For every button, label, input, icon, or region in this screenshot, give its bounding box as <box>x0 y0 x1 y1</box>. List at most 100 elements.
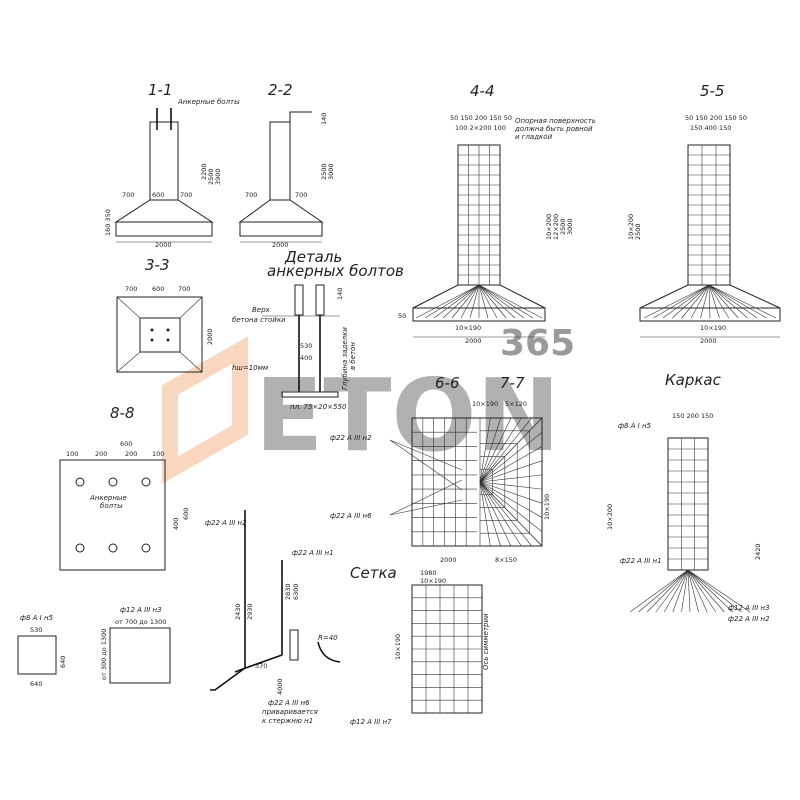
dim-530: 530 <box>300 342 312 350</box>
rebar-grid <box>668 438 708 570</box>
support-label-1: Опорная поверхность <box>515 117 596 125</box>
dim-100: 100 <box>152 450 164 458</box>
footing-base <box>239 221 323 237</box>
watermark: ETON 365 <box>162 323 575 484</box>
rebar-line <box>672 569 689 613</box>
depth-label-2: в бетон <box>349 342 357 370</box>
base-plate-outline <box>59 459 166 571</box>
rebar-line <box>708 284 730 319</box>
support-label-3: и гладкой <box>515 133 553 141</box>
dim-2500: 2500 <box>634 223 642 240</box>
bolt-hole <box>75 543 85 553</box>
rebar-line <box>479 474 543 483</box>
rebar-line <box>479 481 543 518</box>
top-label-1: Верх <box>252 306 271 314</box>
dim-2000: 2000 <box>206 328 214 345</box>
rebar-line <box>479 481 543 504</box>
footing-plan-outline <box>116 296 203 373</box>
dim-600: 600 <box>152 285 164 293</box>
section-5-5: 5-5 50 150 200 150 50 150 400 150 10×190… <box>627 82 781 345</box>
rebar-line <box>460 284 480 319</box>
dim-10x190: 10×190 <box>700 324 726 332</box>
dim-530: 530 <box>30 626 42 634</box>
rebar-line <box>708 284 777 319</box>
rebar-line <box>478 284 498 319</box>
dim-600: 600 <box>152 191 164 199</box>
dim-200: 200 <box>95 450 107 458</box>
rebar-line <box>389 439 463 471</box>
bolt-hole <box>108 477 118 487</box>
dim-4000: 4000 <box>276 678 284 695</box>
dim-10x200: 10×200 <box>545 214 553 240</box>
rebar-line <box>479 417 501 483</box>
rebar-line <box>478 284 543 319</box>
rebar-line <box>687 569 708 613</box>
rebar-line <box>389 499 463 516</box>
dim-10x190: 10×190 <box>394 634 402 660</box>
section-3-3: 3-3 700 600 700 2000 <box>116 256 214 373</box>
bolt-hole <box>150 338 154 342</box>
bar-label-n2: ф22 А III н2 <box>330 434 372 442</box>
dim-2200: 2200 <box>200 163 208 180</box>
dim-700: 700 <box>178 285 190 293</box>
dim-8x150: 8×150 <box>495 556 517 564</box>
rebar-line <box>479 417 522 483</box>
bolt-hole <box>166 328 170 332</box>
dim-3000: 3000 <box>566 218 574 235</box>
rebar-line <box>687 569 751 613</box>
weld-label-3: к стержню н1 <box>262 717 313 725</box>
rebar-line <box>708 284 758 319</box>
detail-title-2: анкерных болтов <box>267 262 404 280</box>
rebar-line <box>708 284 711 319</box>
dim-top-row: 50 150 200 150 50 <box>685 114 747 122</box>
section-title: 1-1 <box>148 81 173 99</box>
bolt-hole <box>75 477 85 487</box>
rebar-line <box>687 569 734 613</box>
dim-160-350: 160 350 <box>104 209 112 236</box>
rebar-line <box>479 460 543 483</box>
rebar-line <box>690 284 710 319</box>
depth-label-1: Глубина заделки <box>341 327 349 390</box>
bar-label-n5: ф8 А I н5 <box>618 422 652 430</box>
rebar-line <box>708 284 720 319</box>
dim-10x190: 10×190 <box>472 400 498 408</box>
rebar-line <box>687 569 716 613</box>
dim-600: 600 <box>120 440 132 448</box>
bar-label-n3: ф12 А III н3 <box>120 606 162 614</box>
rebar-line <box>479 481 543 547</box>
anchor-plate <box>281 391 339 398</box>
rebar-grid <box>688 145 730 285</box>
dim-2420: 2420 <box>754 543 762 560</box>
section-title: 7-7 <box>500 374 525 392</box>
dim-370: 370 <box>255 662 267 670</box>
rebar-line <box>646 569 689 613</box>
bar-label-n6: ф22 А III н6 <box>330 512 372 520</box>
dim-700: 700 <box>295 191 307 199</box>
dim-top-row-2: 100 2×200 100 <box>455 124 506 132</box>
dim-300-1300: от 300 до 1300 <box>100 629 108 680</box>
dim-6300: 6300 <box>292 583 300 600</box>
rebar-line <box>479 481 491 547</box>
bar-n1-bend <box>234 654 283 673</box>
bolts-label-2: болты <box>100 502 123 510</box>
rebar-line <box>479 417 491 483</box>
cage-karkas: Каркас 150 200 150 ф8 А I н5 ф22 А III н… <box>606 371 770 623</box>
dim-640: 640 <box>30 680 42 688</box>
dim-2500: 2500 <box>559 218 567 235</box>
rebar-line <box>479 417 532 483</box>
rebar-line <box>638 569 689 613</box>
rebar-line <box>451 284 480 319</box>
bolts-label-1: Анкерные <box>89 494 127 502</box>
dim-140: 140 <box>336 288 344 300</box>
rebar-fan <box>643 284 777 319</box>
section-title: 6-6 <box>435 374 460 392</box>
detail-title-1: Деталь <box>284 248 342 266</box>
bar-bend-r40 <box>317 641 341 663</box>
dim-50-100: 50 <box>398 312 406 320</box>
rebar-fan <box>415 284 543 319</box>
rebar-mesh <box>412 585 482 713</box>
rebar-line <box>681 284 710 319</box>
dim-700: 700 <box>180 191 192 199</box>
dim-2000: 2000 <box>700 337 717 345</box>
